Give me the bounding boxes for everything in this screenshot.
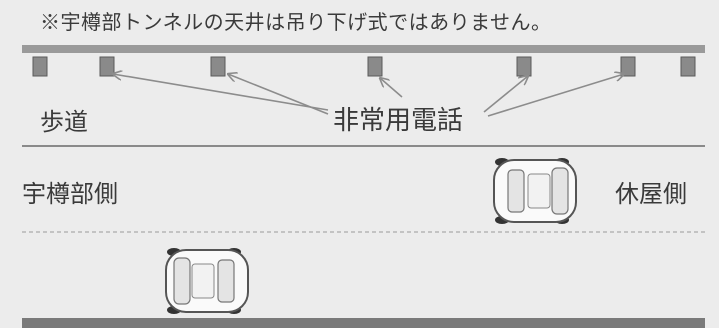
pointer-arrows (113, 74, 624, 117)
emergency-phone-box (620, 56, 636, 77)
pointer-arrow (113, 74, 329, 111)
ceiling-note: ※宇樽部トンネルの天井は吊り下げ式ではありません。 (40, 10, 552, 34)
car-westbound (165, 248, 249, 314)
east-side-label: 休屋側 (615, 180, 687, 208)
west-side-label: 宇樽部側 (22, 180, 118, 208)
emergency-phones (32, 56, 696, 77)
emergency-phone-box (210, 56, 226, 77)
pointer-arrow (483, 76, 528, 113)
emergency-phone-box (32, 56, 48, 77)
emergency-phone-box (99, 56, 115, 77)
pointer-arrow (380, 78, 403, 98)
car-eastbound (493, 158, 577, 224)
emergency-phone-label: 非常用電話 (333, 106, 464, 136)
pointer-arrow (487, 74, 624, 117)
emergency-phone-box (680, 56, 696, 77)
tunnel-ceiling (22, 45, 705, 53)
emergency-phone-box (367, 56, 383, 77)
emergency-phone-box (516, 56, 532, 77)
pointer-arrow (228, 74, 329, 115)
tunnel-bottom-wall (22, 318, 705, 328)
sidewalk-label: 歩道 (40, 108, 88, 136)
